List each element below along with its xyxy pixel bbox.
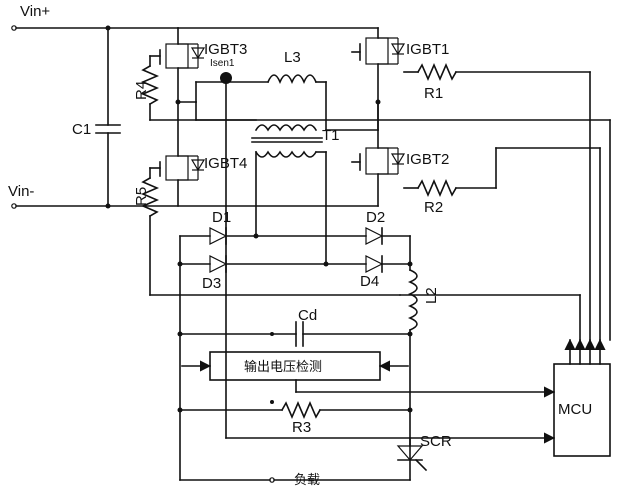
label-d4: D4 xyxy=(360,273,379,290)
right-leg xyxy=(351,37,406,207)
label-mcu: MCU xyxy=(558,401,592,418)
resistor-r3 xyxy=(177,400,413,420)
label-igbt1: IGBT1 xyxy=(406,41,449,58)
label-scr: SCR xyxy=(420,433,452,450)
label-vin-plus: Vin+ xyxy=(20,3,50,20)
vin-plus-rail xyxy=(11,25,379,39)
label-r3: R3 xyxy=(292,419,311,436)
resistor-r2 xyxy=(403,147,601,341)
resistor-r1 xyxy=(403,62,591,341)
label-igbt4: IGBT4 xyxy=(204,155,247,172)
label-igbt3: IGBT3 xyxy=(204,41,247,58)
output-voltage-detect xyxy=(181,351,556,398)
label-isen1: Isen1 xyxy=(210,58,235,69)
label-vin-minus: Vin- xyxy=(8,183,34,200)
label-output-voltage-detect: 输出电压检测 xyxy=(244,359,322,375)
resistor-r5 xyxy=(140,167,581,341)
diode-bridge xyxy=(177,227,413,481)
label-r1: R1 xyxy=(424,85,443,102)
label-cd: Cd xyxy=(298,307,317,324)
label-igbt2: IGBT2 xyxy=(406,151,449,168)
label-d3: D3 xyxy=(202,275,221,292)
scr-thyristor xyxy=(396,437,428,472)
label-l2: L2 xyxy=(423,287,440,304)
label-d1: D1 xyxy=(212,209,231,226)
vin-minus-rail xyxy=(11,203,379,209)
left-leg xyxy=(149,27,206,207)
capacitor-c1 xyxy=(95,25,121,209)
label-d2: D2 xyxy=(366,209,385,226)
inductor-l3 xyxy=(177,74,327,131)
load-terminals xyxy=(179,477,411,483)
label-t1: T1 xyxy=(322,127,340,144)
transformer-t1 xyxy=(195,101,379,265)
resistor-r4 xyxy=(140,55,611,341)
label-c1: C1 xyxy=(72,121,91,138)
inductor-l2 xyxy=(407,263,418,481)
mcu-block xyxy=(553,338,611,457)
label-l3: L3 xyxy=(284,49,301,66)
label-r4: R4 xyxy=(133,81,150,100)
capacitor-cd xyxy=(177,321,413,347)
label-r5: R5 xyxy=(133,187,150,206)
label-r2: R2 xyxy=(424,199,443,216)
label-load: 负载 xyxy=(294,473,320,488)
